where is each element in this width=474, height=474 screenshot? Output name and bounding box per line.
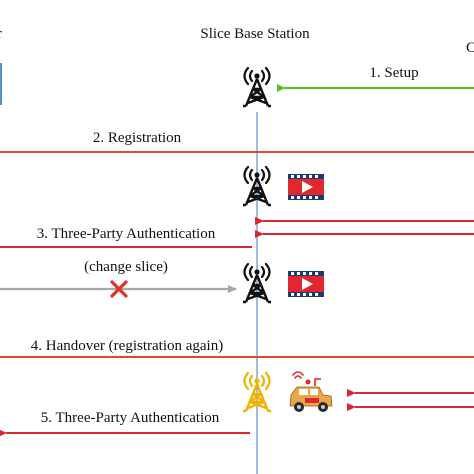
left-edge-stub (0, 63, 2, 105)
step-handover-label: 4. Handover (registration again) (31, 338, 223, 354)
station-title: Slice Base Station (200, 26, 310, 42)
right-edge-label: C (466, 40, 474, 56)
step-setup-label: 1. Setup (369, 65, 418, 81)
left-edge-label: r (0, 26, 2, 42)
video-player-icon (288, 174, 324, 200)
step-auth2-label: 5. Three-Party Authentication (41, 410, 220, 426)
cell-tower-icon (241, 66, 273, 108)
step-auth1-label: 3. Three-Party Authentication (37, 226, 216, 242)
video-player-icon (288, 271, 324, 297)
change-slice-label: (change slice) (84, 259, 168, 275)
vehicle-icon (289, 371, 333, 412)
cancel-x-icon (110, 280, 128, 298)
step-registration-label: 2. Registration (93, 130, 182, 146)
